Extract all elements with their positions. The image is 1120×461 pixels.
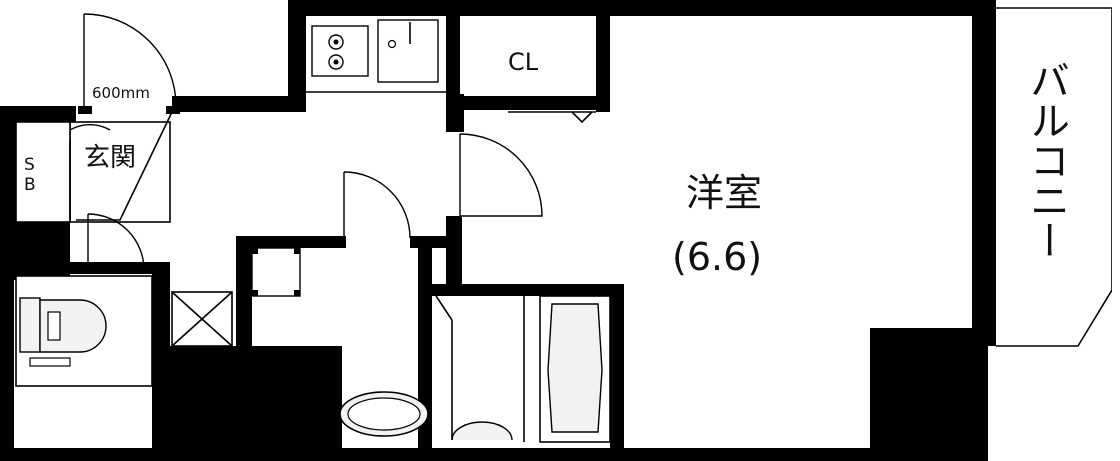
washing-machine-pan-icon bbox=[171, 291, 233, 347]
toilet-door bbox=[87, 213, 145, 271]
washroom-door bbox=[343, 171, 411, 240]
shoe-box-label-b: B bbox=[24, 175, 36, 195]
closet-label: CL bbox=[508, 48, 539, 76]
entrance-label: 玄関 bbox=[84, 143, 136, 173]
entrance-width-label: 600mm bbox=[92, 84, 150, 102]
shoe-box-label-s: S bbox=[24, 155, 35, 175]
washbasin-icon bbox=[339, 391, 429, 437]
bathtub-icon bbox=[523, 295, 611, 443]
room-door bbox=[459, 133, 543, 217]
front-door bbox=[78, 13, 180, 114]
western-room-label: 洋室 bbox=[686, 171, 762, 215]
room-size-label: (6.6) bbox=[672, 235, 762, 279]
pipe-shaft-icon bbox=[251, 247, 301, 297]
bath-basin-icon bbox=[435, 295, 513, 441]
entrance-step bbox=[76, 111, 173, 221]
balcony bbox=[988, 0, 1120, 461]
sb-door bbox=[69, 123, 111, 131]
stove-icon bbox=[311, 25, 369, 77]
toilet-icon bbox=[19, 297, 107, 367]
kitchen-sink-icon bbox=[377, 19, 439, 83]
closet-door bbox=[508, 111, 596, 124]
balcony-label: バルコニー bbox=[1023, 60, 1069, 260]
